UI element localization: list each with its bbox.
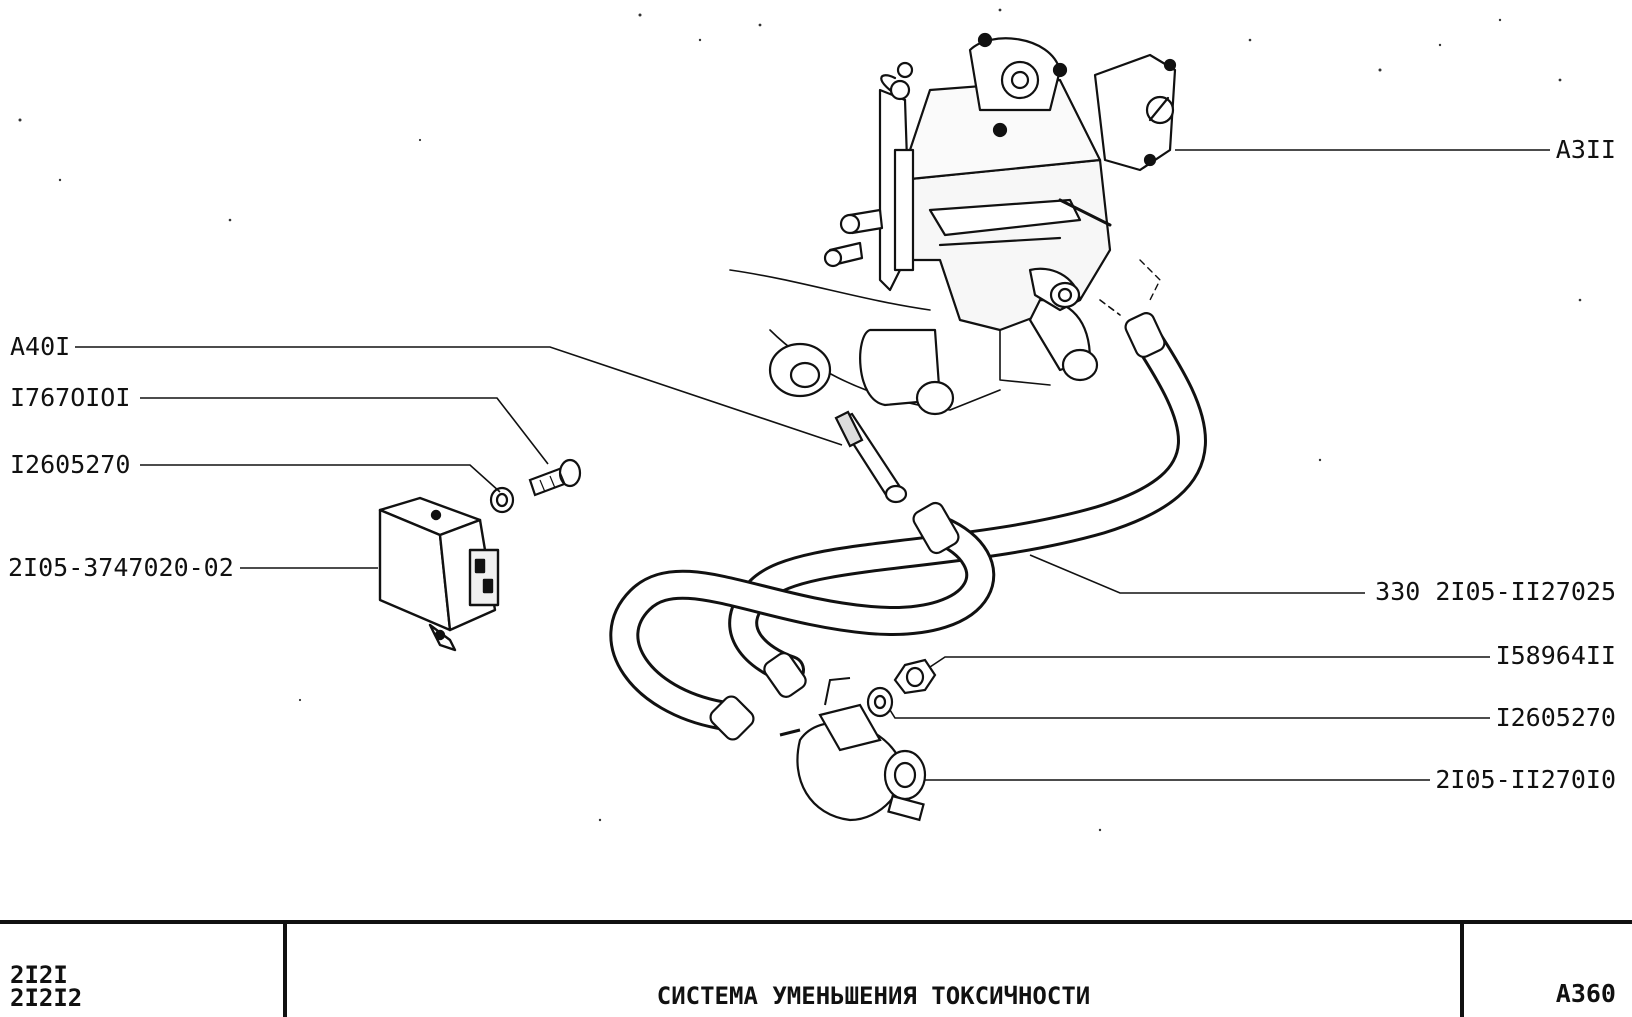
callout-label-washer-right: I2605270 [1495,703,1616,732]
callout-label-nut: I58964II [1495,641,1616,670]
model-code-1: 2I2I [10,961,68,989]
model-code-2: 2I2I2 [10,984,83,1012]
callout-label-solenoid-valve: 2I05-II270I0 [1435,765,1616,794]
carburetor-assembly [729,32,1177,416]
callout-label-hose: 330 2I05-II27025 [1375,577,1616,606]
callout-label-bolt: I767OIOI [10,383,131,412]
scan-speckles [18,8,1582,832]
leader-lines [75,149,1550,781]
sheet-title: СИСТЕМА УМЕНЬШЕНИЯ ТОКСИЧНОСТИ [656,982,1091,1010]
callout-label-a311: A3II [1555,135,1616,164]
hose-fittings [709,312,1166,741]
sheet-code: A360 [1555,979,1616,1008]
control-unit [378,496,500,652]
bolt [528,458,582,497]
title-block-frame [0,920,1632,1017]
vacuum-tube-a401 [834,410,908,504]
washer-right [866,686,894,718]
solenoid-valve [779,677,927,822]
callout-label-a401: A40I [10,332,71,361]
nut [893,658,937,695]
callout-label-control-unit: 2I05-3747020-02 [8,553,234,582]
vacuum-hose [609,320,1207,730]
washer-left [489,486,515,514]
callout-label-washer-left: I2605270 [10,450,131,479]
